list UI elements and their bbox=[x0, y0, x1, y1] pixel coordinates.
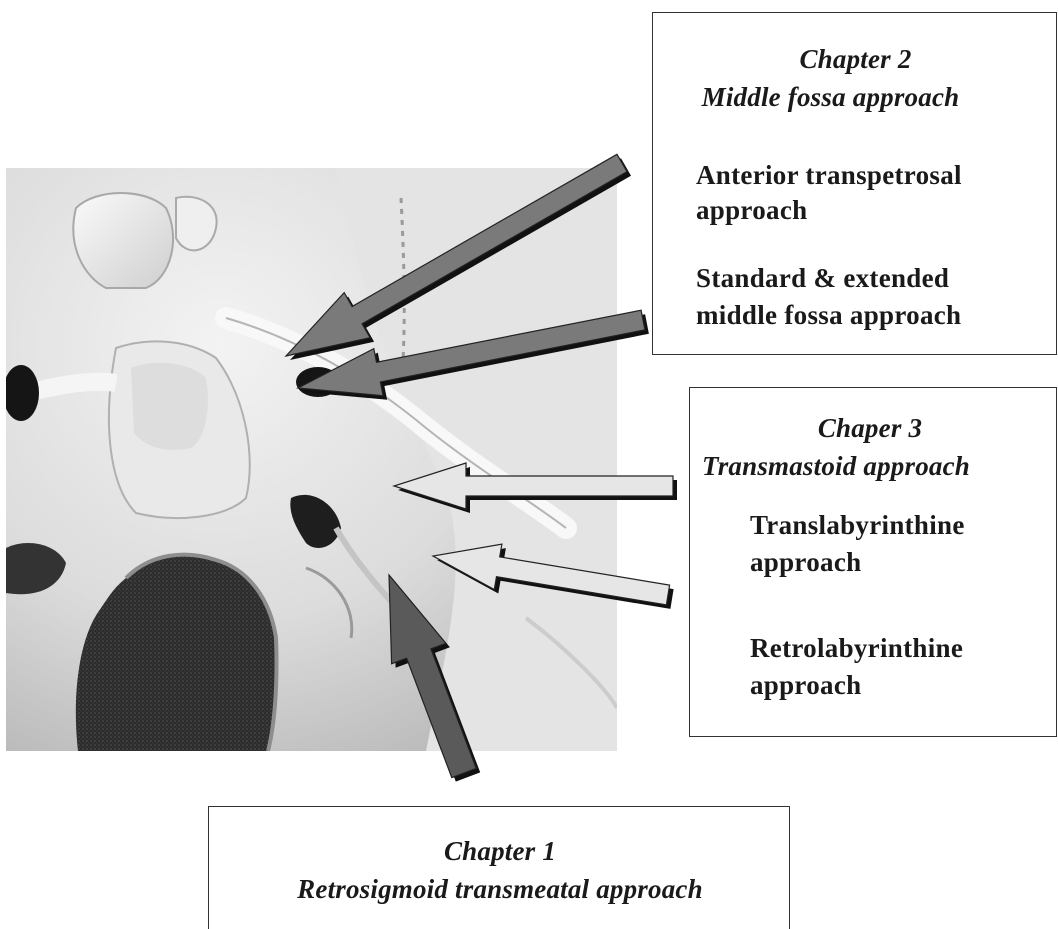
chapter2-approach-2-line2: middle fossa approach bbox=[696, 298, 961, 333]
chapter2-box: Chapter 2 Middle fossa approach Anterior… bbox=[652, 12, 1057, 355]
skull-base-photo bbox=[6, 168, 617, 751]
chapter1-title: Chapter 1 bbox=[209, 835, 791, 867]
chapter3-approach-1-line2: approach bbox=[750, 545, 861, 580]
chapter2-approach-1-line2: approach bbox=[696, 193, 807, 228]
chapter1-box: Chapter 1 Retrosigmoid transmeatal appro… bbox=[208, 806, 790, 929]
chapter3-box: Chaper 3 Transmastoid approach Translaby… bbox=[689, 387, 1057, 737]
chapter1-subtitle: Retrosigmoid transmeatal approach bbox=[209, 873, 791, 905]
chapter2-subtitle: Middle fossa approach bbox=[653, 81, 1008, 113]
chapter2-approach-1-line1: Anterior transpetrosal bbox=[696, 158, 962, 193]
chapter3-title: Chaper 3 bbox=[690, 412, 1050, 444]
chapter3-approach-1-line1: Translabyrinthine bbox=[750, 508, 965, 543]
chapter3-approach-2-line2: approach bbox=[750, 668, 861, 703]
chapter2-approach-2-line1: Standard & extended bbox=[696, 261, 949, 296]
chapter2-title: Chapter 2 bbox=[653, 43, 1058, 75]
chapter3-approach-2-line1: Retrolabyrinthine bbox=[750, 631, 963, 666]
chapter3-subtitle: Transmastoid approach bbox=[702, 450, 970, 482]
